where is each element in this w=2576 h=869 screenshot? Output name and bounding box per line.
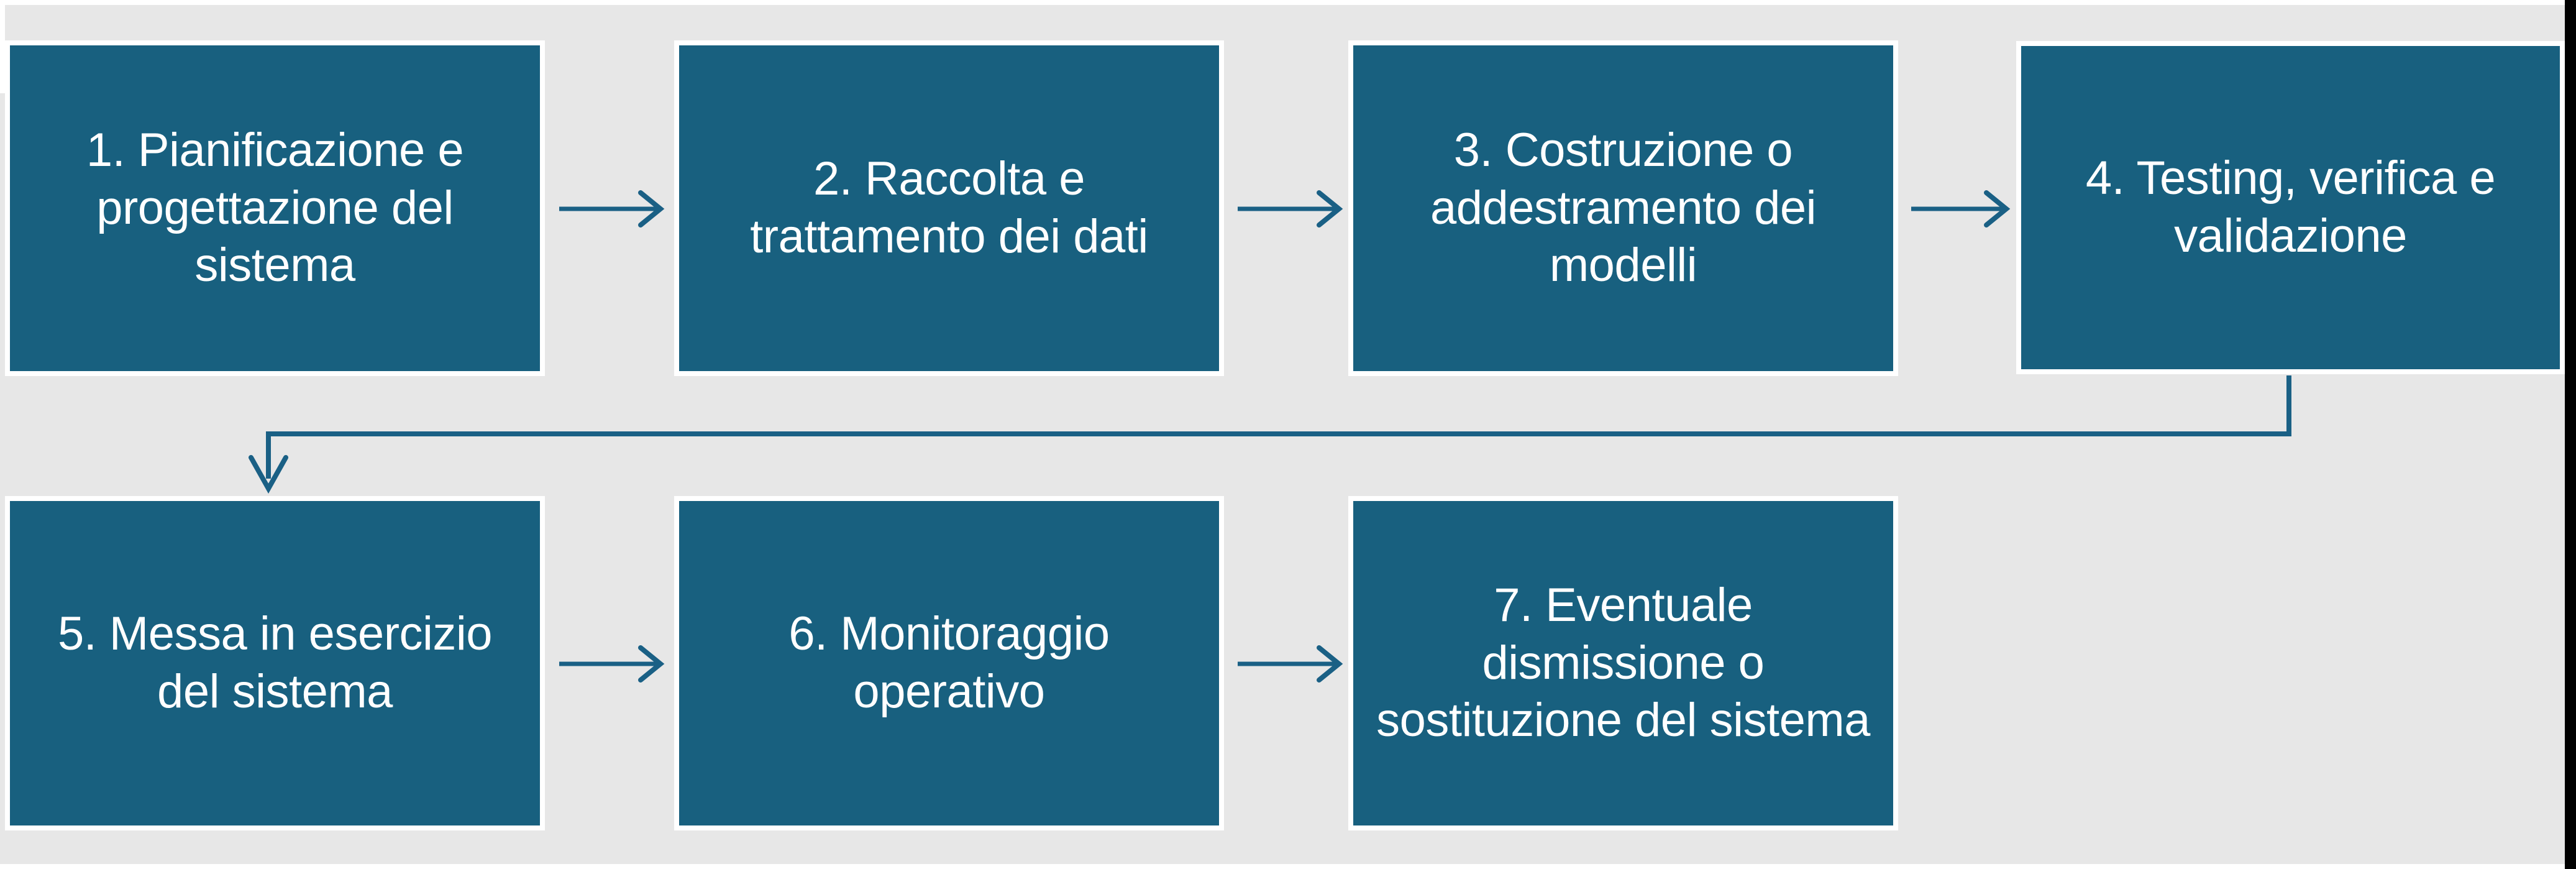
process-node-5[interactable]: 5. Messa in esercizio del sistema — [5, 496, 545, 830]
process-node-4[interactable]: 4. Testing, verifica e validazione — [2016, 41, 2565, 374]
process-node-4-label: 4. Testing, verifica e validazione — [2085, 152, 2496, 262]
connector-arrow-3-to-4 — [1911, 186, 2011, 231]
connector-arrow-1-to-2 — [559, 186, 665, 231]
connector-arrow-6-to-7 — [1238, 641, 1343, 686]
process-node-1-label: 1. Pianificazione e progettazione del si… — [86, 123, 464, 292]
page-frame-bottom — [0, 864, 2565, 869]
process-node-3[interactable]: 3. Costruzione o addestramento dei model… — [1348, 40, 1898, 376]
page-frame-top — [0, 0, 2565, 5]
process-node-7-label: 7. Eventuale dismissione o sostituzione … — [1376, 578, 1870, 747]
process-node-2-label: 2. Raccolta e trattamento dei dati — [750, 152, 1148, 263]
process-node-6-label: 6. Monitoraggio operativo — [788, 607, 1110, 718]
page-frame-right-edge — [2565, 0, 2576, 869]
process-node-1[interactable]: 1. Pianificazione e progettazione del si… — [5, 40, 545, 376]
connector-arrow-5-to-6 — [559, 641, 665, 686]
process-node-2[interactable]: 2. Raccolta e trattamento dei dati — [674, 40, 1224, 376]
connector-arrow-2-to-3 — [1238, 186, 1343, 231]
process-node-5-label: 5. Messa in esercizio del sistema — [57, 607, 493, 718]
process-node-6[interactable]: 6. Monitoraggio operativo — [674, 496, 1224, 830]
process-node-7[interactable]: 7. Eventuale dismissione o sostituzione … — [1348, 496, 1898, 830]
page-frame-left — [0, 0, 5, 93]
process-node-3-label: 3. Costruzione o addestramento dei model… — [1430, 123, 1817, 292]
